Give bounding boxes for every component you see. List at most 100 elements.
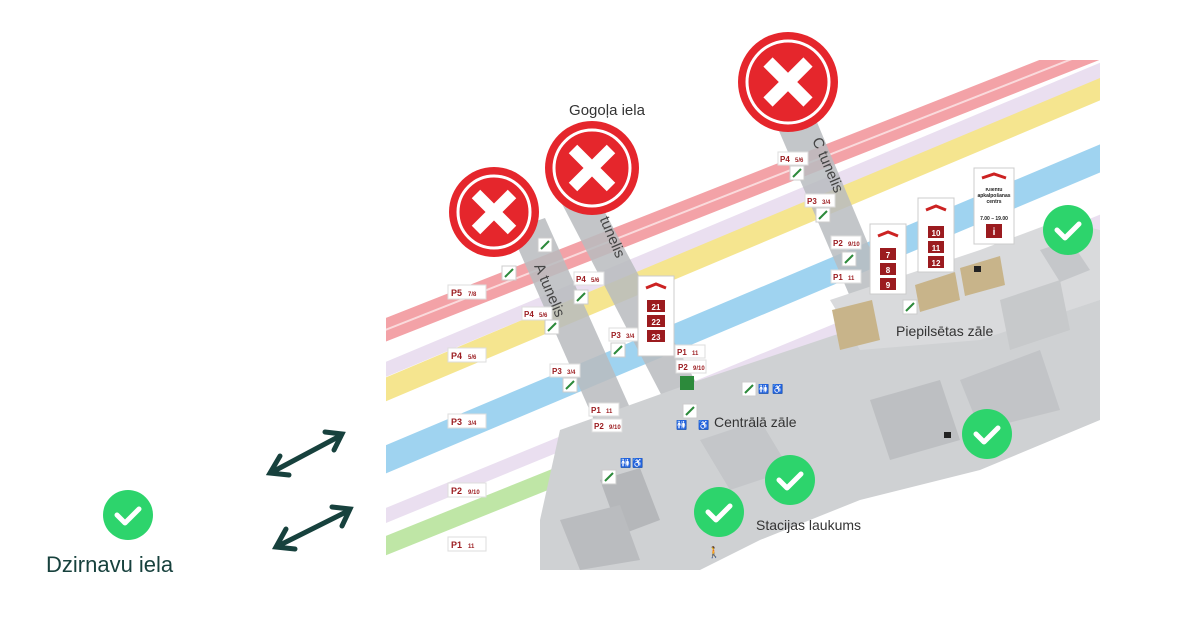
gate-number: 10 — [932, 229, 941, 238]
open-marker — [962, 409, 1012, 459]
svg-text:P1: P1 — [677, 348, 687, 357]
svg-text:9/10: 9/10 — [468, 490, 480, 496]
info-sign-hours: 7.00 – 19.00 — [980, 216, 1008, 222]
track-band-yellow — [386, 69, 1100, 407]
railway-logo-icon — [925, 204, 947, 212]
platform-tag: P2 9/10 — [447, 482, 487, 498]
check-circle-icon — [1054, 221, 1082, 241]
gate-sign-7-9: 7 8 9 — [869, 223, 907, 295]
svg-text:P2: P2 — [678, 363, 688, 372]
gate-number: 8 — [886, 266, 891, 275]
railway-logo-icon — [981, 172, 1007, 180]
closed-marker-b — [545, 121, 639, 215]
facility-icons: 🚻 ♿ 🚻 ♿ 🚻 ♿ 🚶 — [620, 266, 981, 559]
svg-text:9/10: 9/10 — [609, 425, 621, 431]
accessible-icon: ♿ — [772, 383, 783, 394]
accessible-icon: ♿ — [698, 419, 709, 430]
platform-tag: P2 9/10 — [591, 418, 623, 433]
atm-icon — [974, 266, 981, 272]
stairs-icon — [682, 403, 698, 419]
svg-text:P5: P5 — [451, 288, 462, 298]
toilet-icon: 🚻 — [676, 419, 687, 430]
toilet-icon: 🚻 — [758, 383, 769, 394]
platform-tag: P3 3/4 — [804, 193, 836, 208]
closed-marker-a — [449, 167, 539, 257]
gate-sign-10-12: 10 11 12 — [917, 197, 955, 273]
stair-icons — [501, 165, 918, 485]
hall-label-square: Stacijas laukums — [756, 517, 861, 533]
gate-number: 21 — [652, 303, 661, 312]
svg-text:P1: P1 — [591, 406, 601, 415]
info-sign: Klientu apkalpošanas centrs 7.00 – 19.00… — [973, 167, 1015, 245]
platform-tag: P1 11 — [588, 402, 620, 417]
exit-icon — [680, 376, 694, 390]
svg-text:7/8: 7/8 — [468, 292, 477, 298]
svg-text:P3: P3 — [611, 331, 621, 340]
accessible-icon: ♿ — [632, 457, 643, 468]
stairs-icon — [501, 265, 517, 281]
stairs-icon — [815, 207, 831, 223]
platform-tag: P3 3/4 — [608, 327, 640, 342]
stairs-icon — [610, 342, 626, 358]
gate-number: 23 — [652, 333, 661, 342]
street-label-dzirnavu: Dzirnavu iela — [46, 552, 174, 577]
check-circle-icon — [705, 503, 733, 523]
svg-text:5/6: 5/6 — [591, 278, 600, 284]
platform-tag: P2 9/10 — [675, 359, 707, 374]
stairs-icon — [562, 377, 578, 393]
gate-number: 22 — [652, 318, 661, 327]
svg-text:11: 11 — [606, 409, 613, 415]
gate-sign-central: 21 22 23 — [637, 275, 675, 357]
stairs-icon — [741, 381, 757, 397]
platform-tag: P4 5/6 — [447, 347, 487, 363]
platform-tag: P1 11 — [830, 269, 862, 284]
svg-text:P4: P4 — [576, 275, 586, 284]
svg-text:3/4: 3/4 — [822, 200, 831, 206]
stairs-icon — [841, 251, 857, 267]
info-sign-title: Klientu apkalpošanas centrs — [977, 188, 1011, 205]
building-beige-1 — [832, 300, 880, 350]
railway-logo-icon — [645, 282, 667, 290]
double-arrow-icon — [271, 504, 354, 552]
svg-text:P3: P3 — [807, 197, 817, 206]
stairs-icon — [537, 237, 553, 253]
svg-text:3/4: 3/4 — [468, 421, 477, 427]
svg-text:P3: P3 — [552, 367, 562, 376]
check-circle-icon — [114, 506, 142, 526]
check-circle-icon — [973, 425, 1001, 445]
x-circle-icon — [568, 144, 616, 192]
svg-text:5/6: 5/6 — [539, 313, 548, 319]
open-marker — [694, 487, 744, 537]
svg-text:P2: P2 — [451, 486, 462, 496]
tunnel-a — [510, 218, 640, 445]
svg-text:P4: P4 — [780, 155, 790, 164]
svg-text:11: 11 — [848, 276, 855, 282]
platform-tag: P3 3/4 — [447, 413, 487, 429]
svg-text:9/10: 9/10 — [693, 366, 705, 372]
open-marker — [103, 490, 153, 540]
svg-text:P2: P2 — [833, 239, 843, 248]
hall-label-central: Centrālā zāle — [714, 414, 797, 430]
gate-number: 7 — [886, 251, 891, 260]
svg-text:P1: P1 — [833, 273, 843, 282]
gate-number: 12 — [932, 259, 941, 268]
stairs-icon — [902, 299, 918, 315]
railway-logo-icon — [877, 230, 899, 238]
svg-text:3/4: 3/4 — [626, 334, 635, 340]
svg-text:P4: P4 — [451, 351, 462, 361]
info-icon: i — [993, 227, 996, 238]
svg-text:11: 11 — [468, 544, 475, 550]
svg-text:P2: P2 — [594, 422, 604, 431]
x-circle-icon — [763, 57, 813, 107]
closed-marker-c — [738, 32, 838, 132]
station-buildings — [540, 220, 1100, 570]
platform-tag: P4 5/6 — [573, 271, 605, 286]
